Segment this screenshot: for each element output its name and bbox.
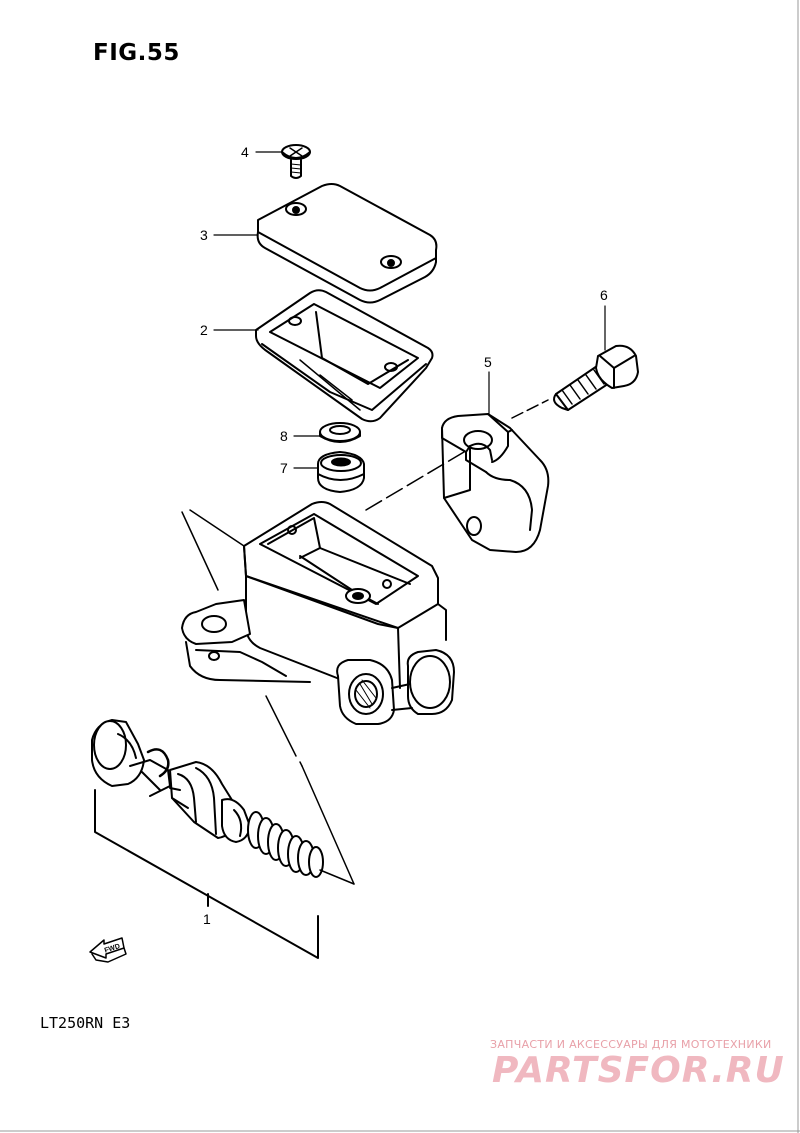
callout-8: 8: [280, 428, 288, 444]
watermark-tagline: ЗАПЧАСТИ И АКСЕССУАРЫ ДЛЯ МОТОТЕХНИКИ: [490, 1038, 772, 1051]
part-4-screw: [282, 145, 310, 178]
part-5-holder: [442, 414, 548, 552]
piston-spring: [248, 812, 323, 877]
callout-4: 4: [241, 144, 249, 160]
fwd-label: FWD: [104, 943, 121, 955]
part-8-washer: [320, 423, 360, 442]
model-code: LT250RN E3: [40, 1014, 131, 1032]
callout-5: 5: [484, 354, 492, 370]
part-7-boot: [318, 452, 364, 492]
callout-3: 3: [200, 227, 208, 243]
watermark-brand: PARTSFOR.RU: [492, 1050, 785, 1091]
part-2-diaphragm-plate: [256, 290, 433, 421]
part-3-reservoir-cap: [258, 184, 437, 303]
part-1-piston-kit: [92, 720, 323, 958]
callout-1: 1: [203, 911, 211, 927]
part-6-bolt: [554, 346, 638, 410]
figure-title: FIG.55: [93, 40, 180, 66]
callout-numbers: 4 3 2 8 7 5 6 1: [200, 144, 608, 927]
assembly-guide-lines: [182, 400, 548, 884]
callout-7: 7: [280, 460, 288, 476]
master-cylinder-body: [182, 502, 454, 724]
callout-leaders: [214, 152, 605, 468]
fwd-arrow-icon: FWD: [90, 938, 126, 962]
callout-2: 2: [200, 322, 208, 338]
callout-6: 6: [600, 287, 608, 303]
